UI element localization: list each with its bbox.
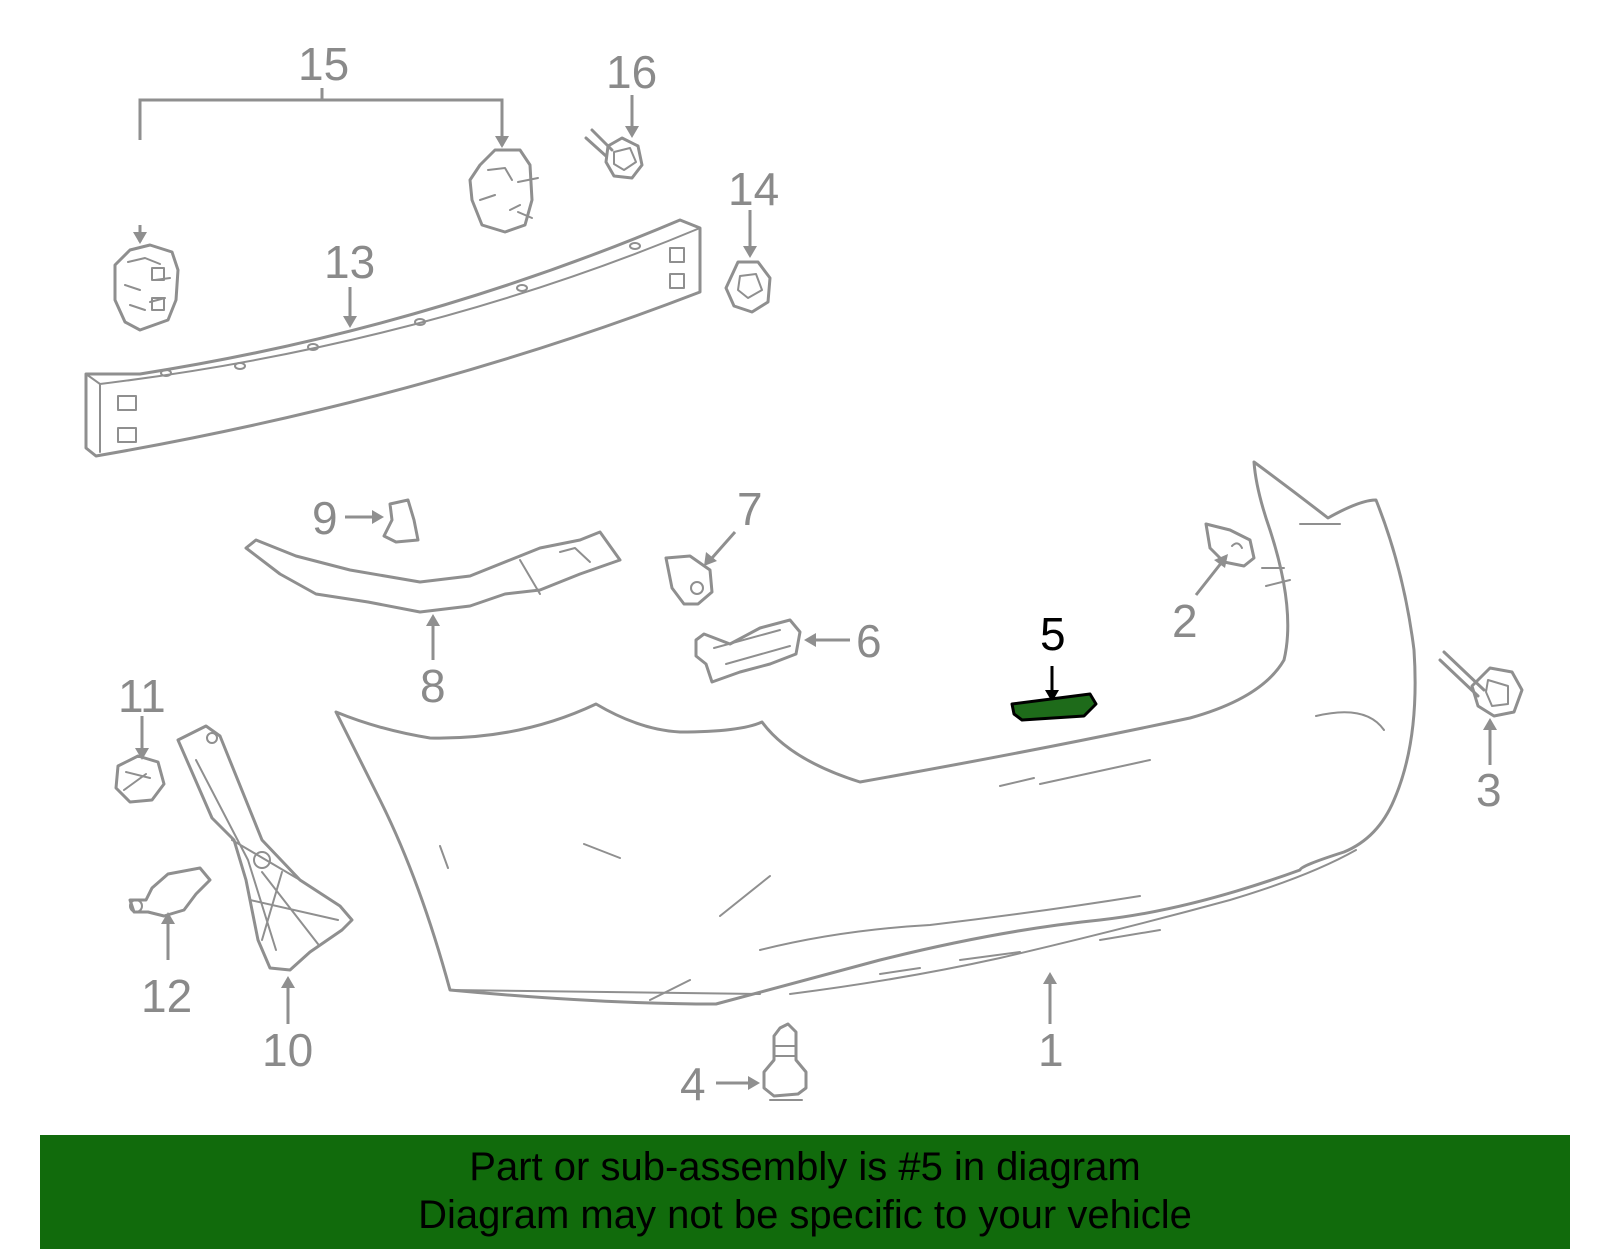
info-banner: Part or sub-assembly is #5 in diagram Di…: [40, 1135, 1570, 1249]
callout-5: 5: [1040, 608, 1066, 660]
callout-10: 10: [262, 1024, 313, 1076]
part-15-bumper-mounts: [113, 88, 539, 332]
svg-text:10: 10: [262, 1024, 313, 1076]
part-12-fastener: [128, 866, 212, 960]
callout-12: 12: [141, 970, 192, 1022]
part-13-reinforcement-beam: [84, 218, 702, 458]
part-16-bolt: [584, 95, 644, 180]
part-3-screw: [1438, 650, 1524, 765]
part-7-clip: [664, 531, 737, 606]
svg-text:16: 16: [606, 46, 657, 98]
svg-text:5: 5: [1040, 608, 1066, 660]
svg-text:11: 11: [118, 670, 166, 722]
svg-text:7: 7: [737, 483, 763, 535]
part-10-side-bracket: [176, 724, 354, 1024]
svg-text:13: 13: [324, 236, 375, 288]
parts-diagram: 15 16 14 13: [84, 38, 1524, 1110]
svg-text:12: 12: [141, 970, 192, 1022]
part-1-bumper-cover: [334, 460, 1417, 1006]
callout-1: 1: [1038, 1024, 1064, 1076]
svg-text:6: 6: [856, 615, 882, 667]
part-6-retainer: [694, 618, 850, 684]
callout-3: 3: [1476, 764, 1502, 816]
callout-15: 15: [298, 38, 349, 90]
part-5-highlighted: [1010, 666, 1098, 722]
callout-6: 6: [856, 615, 882, 667]
svg-text:1: 1: [1038, 1024, 1064, 1076]
part-14-nut: [724, 210, 772, 314]
callout-11: 11: [118, 670, 166, 722]
callout-13: 13: [324, 236, 375, 288]
banner-line-2: Diagram may not be specific to your vehi…: [418, 1193, 1192, 1237]
callout-4: 4: [680, 1058, 706, 1110]
svg-text:15: 15: [298, 38, 349, 90]
svg-text:3: 3: [1476, 764, 1502, 816]
part-11-clip: [114, 716, 166, 804]
callout-9: 9: [312, 492, 338, 544]
callout-14: 14: [728, 163, 779, 215]
part-9-clip: [345, 498, 420, 544]
callout-2: 2: [1172, 595, 1198, 647]
banner-line-1: Part or sub-assembly is #5 in diagram: [469, 1145, 1141, 1189]
svg-text:14: 14: [728, 163, 779, 215]
callout-7: 7: [737, 483, 763, 535]
svg-text:4: 4: [680, 1058, 706, 1110]
callout-8: 8: [420, 660, 446, 712]
svg-text:8: 8: [420, 660, 446, 712]
part-2-retainer: [1194, 522, 1256, 596]
callout-1-leader: [1043, 972, 1057, 1024]
svg-text:9: 9: [312, 492, 338, 544]
callout-16: 16: [606, 46, 657, 98]
part-8-bracket: [244, 530, 622, 660]
svg-text:2: 2: [1172, 595, 1198, 647]
part-4-push-clip: [716, 1022, 808, 1101]
